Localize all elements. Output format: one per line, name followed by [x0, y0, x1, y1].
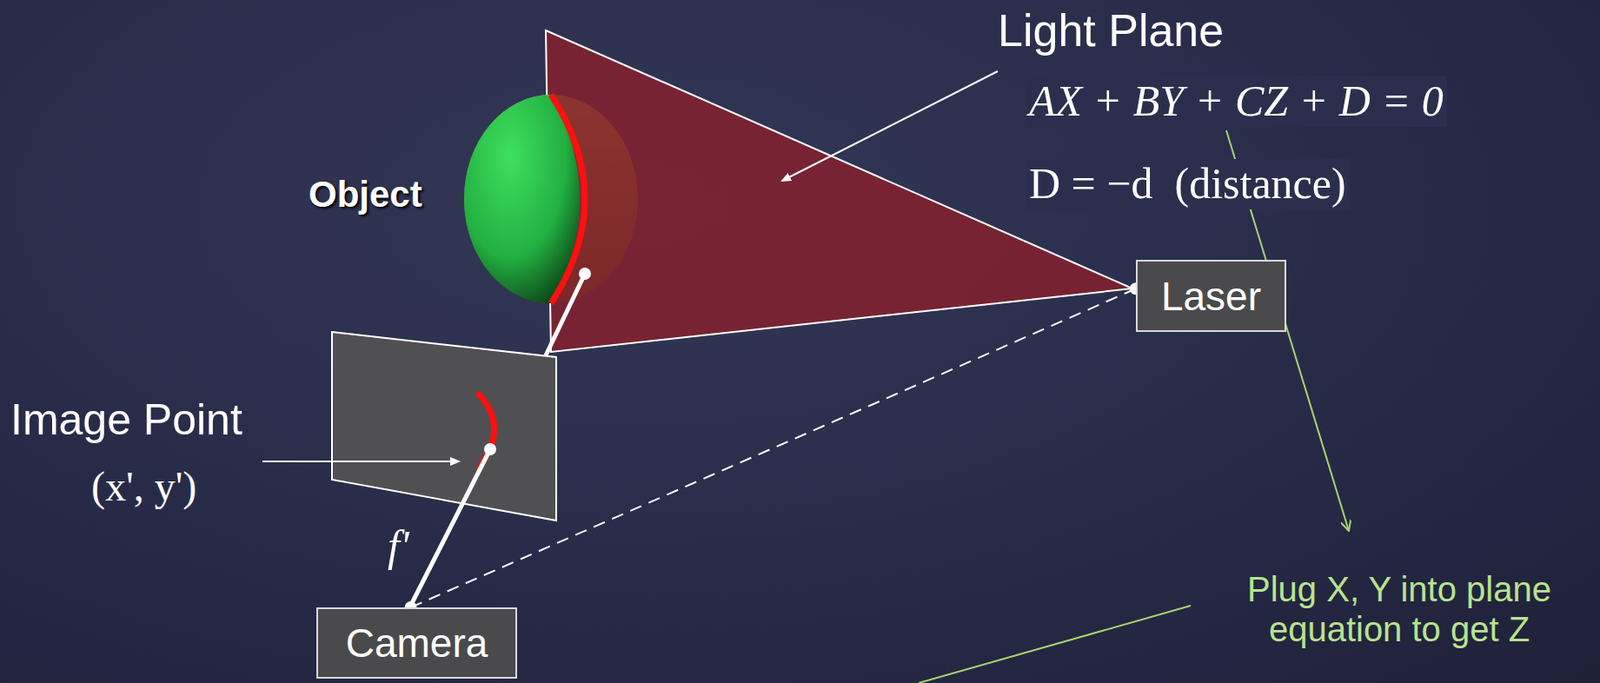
image-point-label: Image Point — [10, 395, 243, 446]
ray-object — [545, 273, 585, 356]
plane-label: Light Plane — [997, 5, 1224, 58]
leader-arrow — [782, 71, 998, 181]
node-text: Camera — [345, 619, 489, 667]
leader-arrow — [262, 460, 459, 463]
green-note: Plug X, Y into plane equation to get Z — [1203, 569, 1595, 650]
camera-box: Camera — [316, 607, 518, 679]
point-dot — [484, 443, 497, 456]
node-text: Laser — [1161, 272, 1262, 320]
plane-equation: AX + BY + CZ + D = 0 — [1025, 76, 1448, 127]
ray-camera — [411, 449, 491, 605]
focal-length: f' — [387, 521, 410, 572]
green-leader — [918, 605, 1191, 683]
object-front — [464, 94, 580, 304]
image-coords: (x', y') — [91, 462, 197, 511]
dashed-connector — [404, 282, 1142, 614]
image-plane — [331, 331, 557, 521]
point-dot — [578, 267, 591, 280]
object-label: Object — [308, 173, 423, 216]
laser-box: Laser — [1135, 259, 1287, 332]
distance-note: D = −d (distance) — [1025, 159, 1350, 210]
